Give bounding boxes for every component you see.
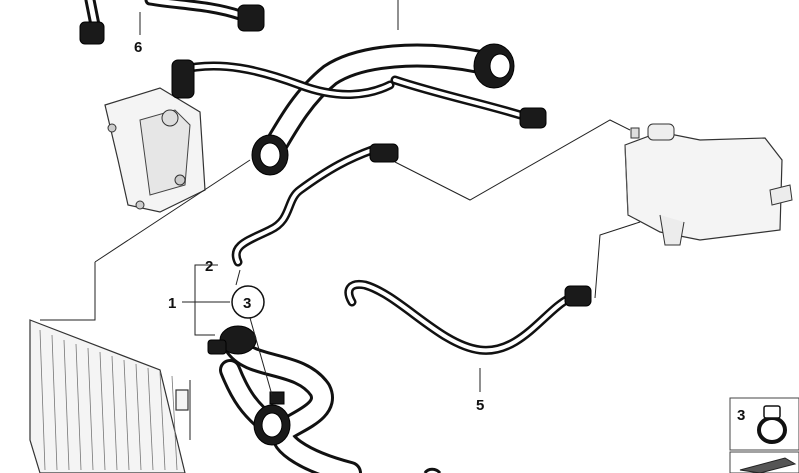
lower-radiator-hose	[207, 325, 362, 473]
thermostat-housing	[104, 87, 206, 213]
callout-5: 5	[476, 397, 484, 414]
radiator	[29, 319, 189, 473]
leader-lines	[40, 0, 641, 440]
callout-6: 6	[134, 39, 142, 56]
inset-callout-3: 3	[737, 407, 745, 424]
callout-3: 3	[243, 295, 251, 312]
hose-5	[344, 279, 592, 355]
callout-1: 1	[168, 295, 176, 312]
hose-6	[79, 0, 265, 45]
inset-clamp-box: 3	[729, 397, 799, 473]
hose-2	[231, 143, 399, 267]
hose-clamp-icon	[757, 405, 787, 444]
callout-2: 2	[205, 258, 213, 275]
upper-radiator-hose	[171, 43, 547, 176]
callout-3-circle	[231, 285, 265, 319]
expansion-tank	[624, 123, 793, 246]
